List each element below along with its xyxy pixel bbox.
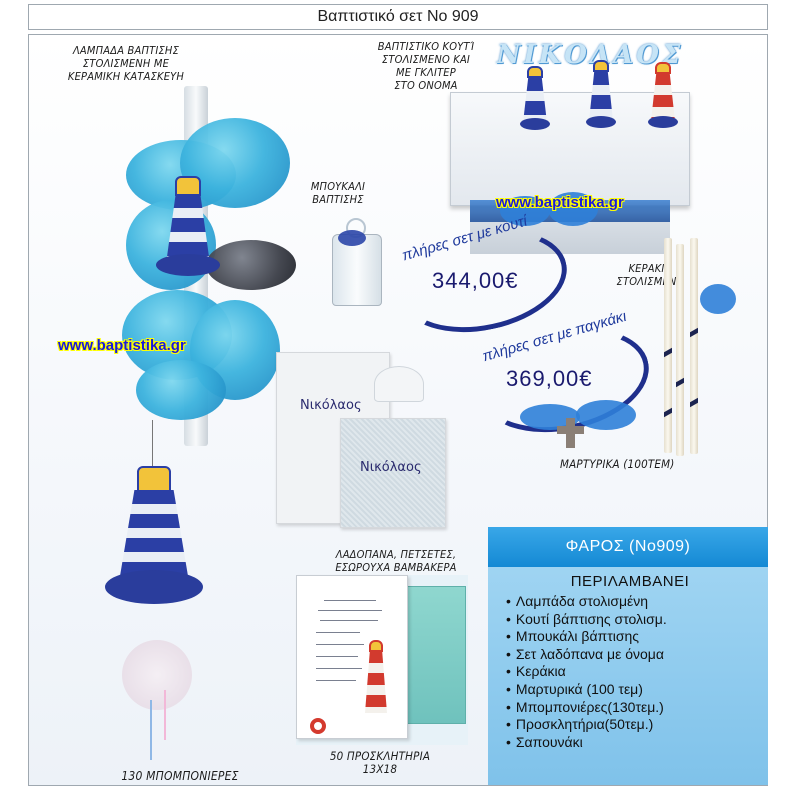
caption-line: κεραμικη κατασκευη <box>67 70 185 83</box>
hanging-lighthouse <box>104 466 204 606</box>
caption-line: στολισμενη με <box>82 57 170 70</box>
list-item: Μαρτυρικά (100 τεμ) <box>506 681 754 699</box>
box-lighthouse <box>520 66 550 132</box>
invitation-card <box>296 575 408 739</box>
invite-text-line <box>318 610 382 611</box>
caption-line: Λαμπαδα Βαπτισης <box>72 44 180 57</box>
includes-list: Λαμπάδα στολισμένη Κουτί βάπτισης στολισ… <box>506 593 754 751</box>
list-item: Προσκλητήρια(50τεμ.) <box>506 716 754 734</box>
towel-name-2: Νικόλαος <box>360 460 422 475</box>
caption-line: στο ονομα <box>394 79 458 92</box>
caption-line: Βαπτιστικο κουτί <box>377 40 475 53</box>
invite-text-line <box>316 680 356 681</box>
ribbon-bow <box>122 640 192 710</box>
caption-line: Λαδοπανα, πετσετες, <box>335 548 457 561</box>
small-candle <box>664 238 672 453</box>
invite-text-line <box>316 668 362 669</box>
towel-name: Νικόλαος <box>300 398 362 413</box>
list-item: Κεράκια <box>506 663 754 681</box>
page-title: Βαπτιστικό σετ Νο 909 <box>28 4 768 30</box>
caption-line: 13Χ18 <box>362 762 398 776</box>
includes-panel: ΠΕΡΙΛΑΜΒΑΝΕΙ Λαμπάδα στολισμένη Κουτί βά… <box>488 567 768 785</box>
bottle-bow <box>338 230 366 246</box>
baby-hat <box>374 366 424 402</box>
invite-text-line <box>316 632 360 633</box>
martyrika-bow <box>576 400 636 430</box>
baptism-box <box>450 92 690 206</box>
cross-icon-bar <box>557 426 584 434</box>
candle-bow <box>700 284 736 314</box>
caption-line: Μπουκαλι <box>310 180 366 193</box>
invite-text-line <box>316 656 358 657</box>
lighthouse-ornament <box>156 176 220 276</box>
invite-text-line <box>324 600 376 601</box>
list-item: Σαπουνάκι <box>506 734 754 752</box>
caption-line: βαπτισης <box>312 193 364 206</box>
box-lighthouse-red <box>648 62 678 130</box>
box-bow <box>500 196 550 226</box>
hanging-string <box>152 420 153 470</box>
towel-blue <box>340 418 446 528</box>
bottle-caption: Μπουκαλι βαπτισης <box>300 180 376 206</box>
candle-caption: Λαμπαδα Βαπτισης στολισμενη με κεραμικη … <box>52 44 200 83</box>
includes-title: ΠΕΡΙΛΑΜΒΑΝΕΙ <box>570 573 690 590</box>
website-url-2: www.baptistika.gr <box>496 194 624 211</box>
ribbon-tail <box>150 700 152 760</box>
box-name-glitter: ΝΙΚΟΛΑΟΣ <box>496 40 684 70</box>
list-item: Μπομπονιέρες(130τεμ.) <box>506 699 754 717</box>
bonbonniere-caption: 130 μπομπονιερες <box>121 769 239 783</box>
tulle-dark <box>206 240 296 290</box>
list-item: Μπουκάλι βάπτισης <box>506 628 754 646</box>
caption-line: Κερακια <box>628 262 672 275</box>
lifebuoy-icon <box>310 718 326 734</box>
invite-lighthouse <box>362 640 390 720</box>
caption-line: με γκλιτερ <box>396 66 456 79</box>
price-value-bench: 369,00€ <box>506 366 593 391</box>
list-item: Σετ λαδόπανα με όνομα <box>506 646 754 664</box>
small-candle <box>676 244 684 456</box>
caption-line: 50 προσκλητηρια <box>329 749 431 763</box>
ribbon-tail <box>164 690 166 740</box>
list-item: Λαμπάδα στολισμένη <box>506 593 754 611</box>
website-url: www.baptistika.gr <box>58 337 186 354</box>
invite-text-line <box>316 644 364 645</box>
oil-set-caption: Λαδοπανα, πετσετες, εσωρουχα βαμβακερα <box>326 548 466 574</box>
tulle-puff <box>136 360 226 420</box>
invite-text-line <box>320 620 378 621</box>
invitations-caption: 50 προσκλητηρια 13Χ18 <box>300 750 460 776</box>
baptism-bottle <box>332 234 382 306</box>
box-bow <box>548 192 598 226</box>
caption-line: εσωρουχα βαμβακερα <box>335 561 457 574</box>
small-candle <box>690 238 698 454</box>
envelope <box>400 586 466 724</box>
caption-line: στολισμενο και <box>381 53 471 66</box>
list-item: Κουτί βάπτισης στολισμ. <box>506 611 754 629</box>
product-name-header: ΦΑΡΟΣ (Νο909) <box>488 527 768 567</box>
price-value-box: 344,00€ <box>432 268 519 293</box>
box-caption: Βαπτιστικο κουτί στολισμενο και με γκλιτ… <box>366 40 486 92</box>
box-lighthouse <box>586 60 616 130</box>
